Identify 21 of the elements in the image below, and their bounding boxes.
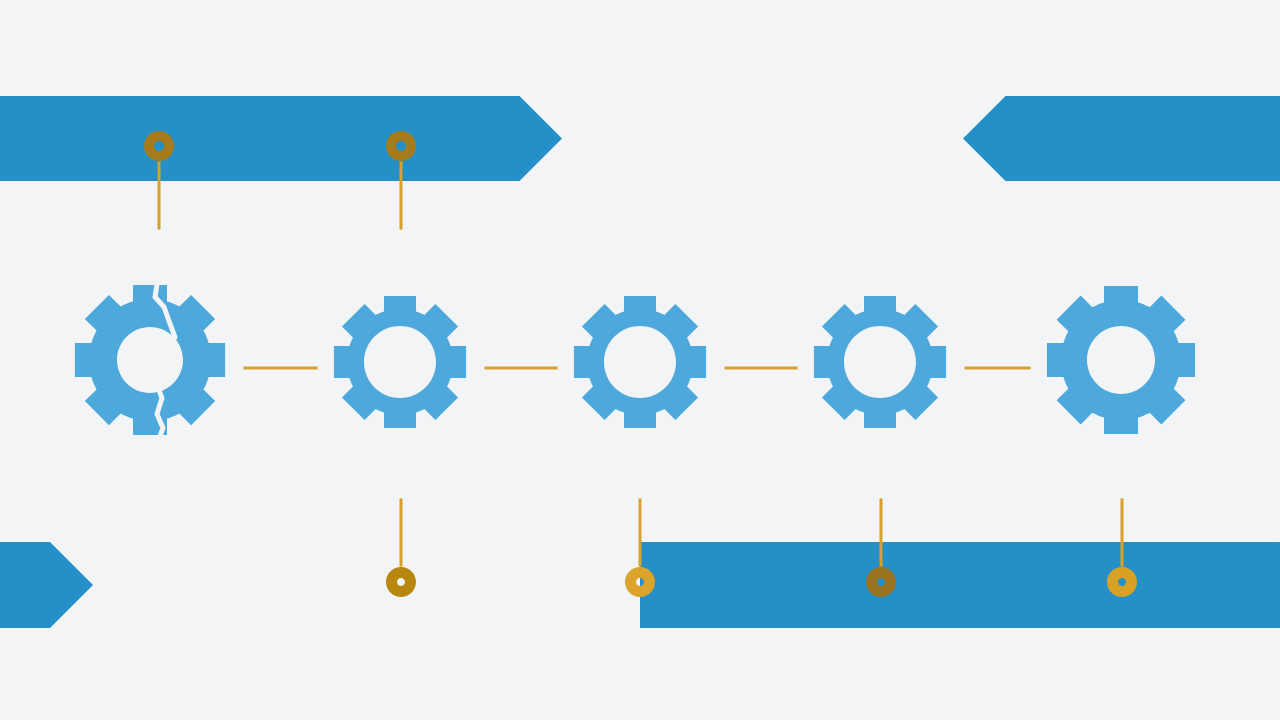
connector-line (484, 366, 558, 370)
banner (963, 96, 1280, 181)
connector-line (1120, 498, 1124, 567)
banner (0, 96, 562, 181)
connector-line (399, 498, 403, 567)
banner (640, 542, 1280, 628)
banner (0, 542, 93, 628)
pin-marker (625, 567, 655, 597)
pin-marker (386, 567, 416, 597)
connector-line (879, 498, 883, 567)
connector-line (243, 366, 318, 370)
connector-line (399, 161, 403, 230)
pin-marker (144, 131, 174, 161)
connector-line (157, 161, 161, 230)
pin-marker (866, 567, 896, 597)
pin-marker (386, 131, 416, 161)
connector-line (724, 366, 798, 370)
connector-line (964, 366, 1031, 370)
connector-line (638, 498, 642, 567)
pin-marker (1107, 567, 1137, 597)
gear-icon (1046, 285, 1196, 435)
